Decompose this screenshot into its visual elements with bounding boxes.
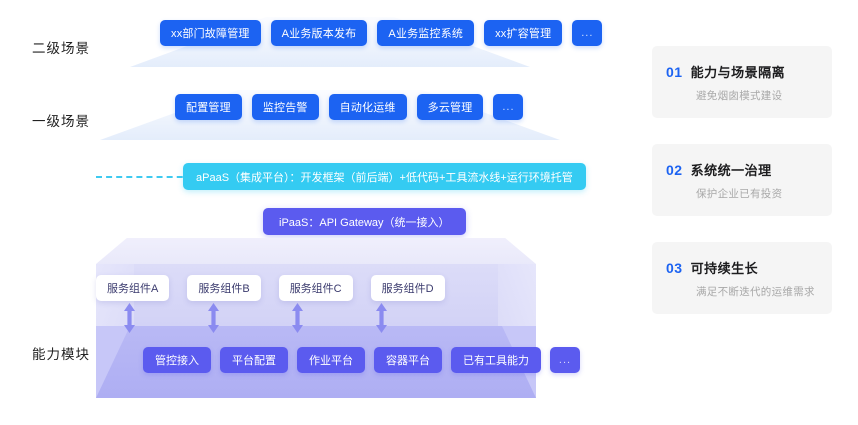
double-arrow-icon — [207, 302, 220, 338]
benefit-card-number: 03 — [666, 260, 683, 276]
tier2-scenario-item[interactable]: A业务监控系统 — [377, 20, 475, 46]
capability-module-item[interactable]: 已有工具能力 — [451, 347, 541, 373]
arrow-slot — [96, 302, 162, 338]
tier2-scenario-row: xx部门故障管理 A业务版本发布 A业务监控系统 xx扩容管理 ... — [160, 20, 603, 46]
arrow-slot — [264, 302, 330, 338]
capability-module-item[interactable]: 管控接入 — [143, 347, 211, 373]
capability-module-item[interactable]: 容器平台 — [374, 347, 442, 373]
arrow-slot — [348, 302, 414, 338]
tier1-scenario-item[interactable]: 自动化运维 — [328, 94, 407, 120]
capability-block-mid-band — [96, 264, 536, 326]
tier1-scenario-item[interactable]: 配置管理 — [175, 94, 242, 120]
benefit-card-title: 能力与场景隔离 — [690, 65, 786, 80]
benefit-card-number: 01 — [666, 64, 683, 80]
benefit-card-subtitle: 保护企业已有投资 — [696, 188, 783, 200]
service-component-item[interactable]: 服务组件C — [278, 275, 353, 301]
service-component-item[interactable]: 服务组件A — [96, 275, 170, 301]
tier2-scenario-item[interactable]: xx部门故障管理 — [160, 20, 261, 46]
axis-label-capability: 能力模块 — [32, 347, 90, 362]
benefit-card-number: 02 — [666, 162, 683, 178]
tier2-scenario-item[interactable]: xx扩容管理 — [484, 20, 563, 46]
benefit-card-head: 01 能力与场景隔离 — [666, 62, 816, 81]
double-arrow-icon — [375, 302, 388, 338]
benefit-card-head: 03 可持续生长 — [666, 258, 816, 277]
tier1-scenario-row: 配置管理 监控告警 自动化运维 多云管理 ... — [175, 94, 524, 120]
capability-block-lid — [96, 238, 536, 264]
component-link-arrow-row — [96, 302, 414, 338]
axis-label-tier1: 一级场景 — [32, 114, 90, 129]
benefit-card[interactable]: 03 可持续生长 满足不断迭代的运维需求 — [652, 242, 832, 314]
capability-module-more[interactable]: ... — [550, 347, 580, 373]
benefit-card[interactable]: 01 能力与场景隔离 避免烟囱模式建设 — [652, 46, 832, 118]
double-arrow-icon — [291, 302, 304, 338]
capability-module-item[interactable]: 作业平台 — [297, 347, 365, 373]
ipaas-gateway-bar[interactable]: iPaaS：API Gateway（统一接入） — [263, 208, 466, 235]
benefit-card-title: 系统统一治理 — [690, 163, 772, 178]
benefit-card-head: 02 系统统一治理 — [666, 160, 816, 179]
capability-module-row: 管控接入 平台配置 作业平台 容器平台 已有工具能力 ... — [143, 347, 580, 373]
capability-module-item[interactable]: 平台配置 — [220, 347, 288, 373]
arrow-slot — [180, 302, 246, 338]
tier2-scenario-item[interactable]: A业务版本发布 — [270, 20, 368, 46]
tier1-scenario-item[interactable]: 监控告警 — [251, 94, 319, 120]
benefit-card-subtitle: 避免烟囱模式建设 — [696, 90, 783, 102]
tier1-scenario-item[interactable]: 多云管理 — [416, 94, 484, 120]
benefit-card[interactable]: 02 系统统一治理 保护企业已有投资 — [652, 144, 832, 216]
benefit-card-title: 可持续生长 — [690, 261, 759, 276]
service-component-row: 服务组件A 服务组件B 服务组件C 服务组件D — [96, 275, 445, 301]
tier2-scenario-more[interactable]: ... — [572, 20, 603, 46]
tier1-scenario-more[interactable]: ... — [493, 94, 524, 120]
service-component-item[interactable]: 服务组件D — [370, 275, 445, 301]
axis-label-tier2: 二级场景 — [32, 41, 90, 56]
benefit-card-subtitle: 满足不断迭代的运维需求 — [696, 286, 815, 298]
architecture-diagram: xx部门故障管理 A业务版本发布 A业务监控系统 xx扩容管理 ... 配置管理… — [96, 17, 603, 398]
apaas-platform-bar[interactable]: aPaaS（集成平台）：开发框架（前后端）+低代码+工具流水线+运行环境托管 — [183, 163, 586, 190]
service-component-item[interactable]: 服务组件B — [187, 275, 261, 301]
benefit-card-list: 01 能力与场景隔离 避免烟囱模式建设 02 系统统一治理 保护企业已有投资 0… — [652, 46, 832, 314]
double-arrow-icon — [123, 302, 136, 338]
